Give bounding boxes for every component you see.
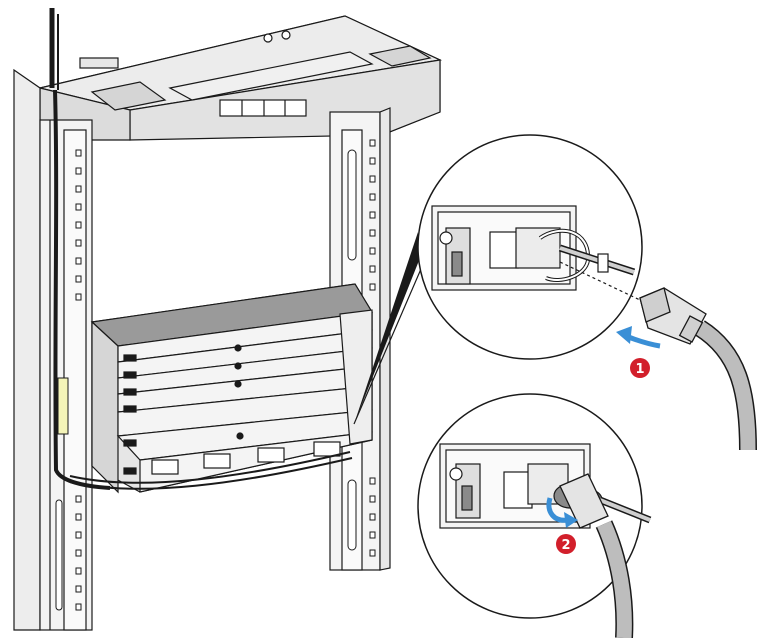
chassis — [69, 283, 373, 494]
rack-holes — [55, 139, 376, 611]
step-2-label: 2 — [561, 538, 570, 553]
power-cord-1 — [639, 287, 757, 451]
power-modules — [151, 441, 341, 475]
detail-circle-2 — [417, 393, 652, 619]
zoom-leader — [353, 232, 425, 425]
power-cord-2 — [559, 473, 634, 638]
step-2-arrow — [546, 497, 578, 528]
detail-circle-1 — [417, 134, 643, 360]
step-1-arrow — [616, 326, 661, 349]
rack-left-upright — [13, 68, 93, 631]
step-1-label: 1 — [635, 362, 644, 377]
step-1-badge: 1 — [630, 358, 650, 378]
step-2-badge: 2 — [556, 534, 576, 554]
chassis-handles — [123, 344, 244, 475]
